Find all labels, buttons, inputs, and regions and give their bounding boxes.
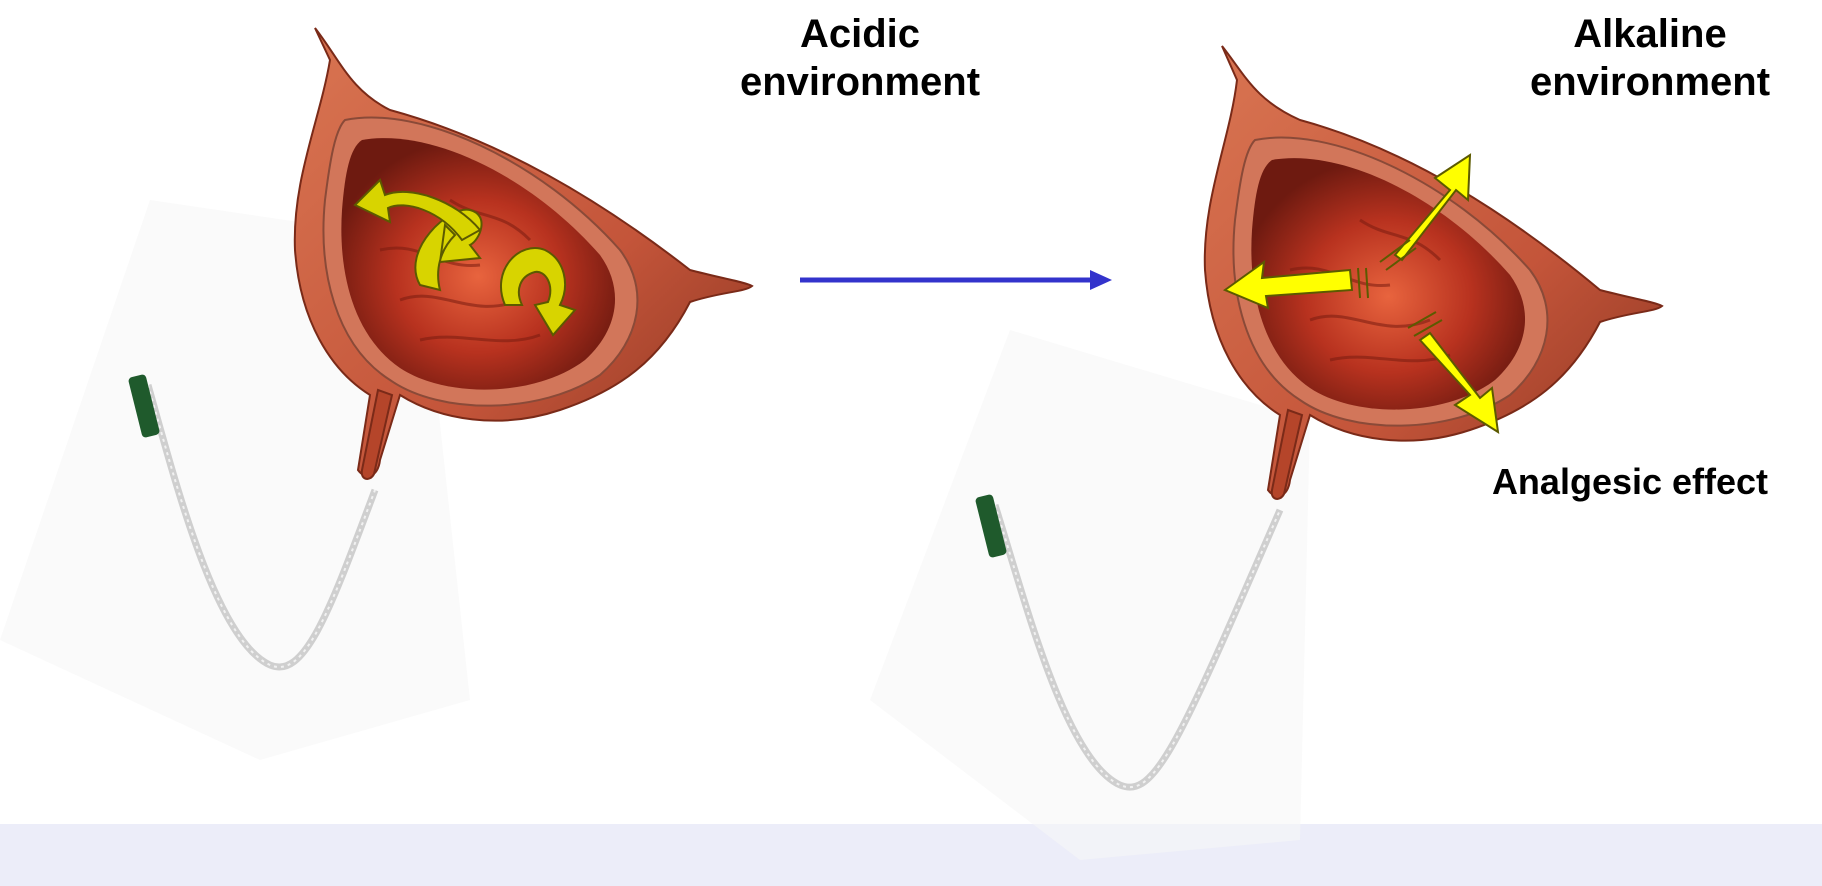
alkaline-environment-label: Alkaline environment	[1480, 10, 1820, 106]
analgesic-effect-label: Analgesic effect	[1460, 460, 1800, 503]
left-bladder-icon	[0, 28, 752, 760]
right-bladder-icon	[870, 46, 1662, 860]
acidic-environment-label: Acidic environment	[690, 10, 1030, 106]
transition-arrow	[800, 270, 1112, 290]
